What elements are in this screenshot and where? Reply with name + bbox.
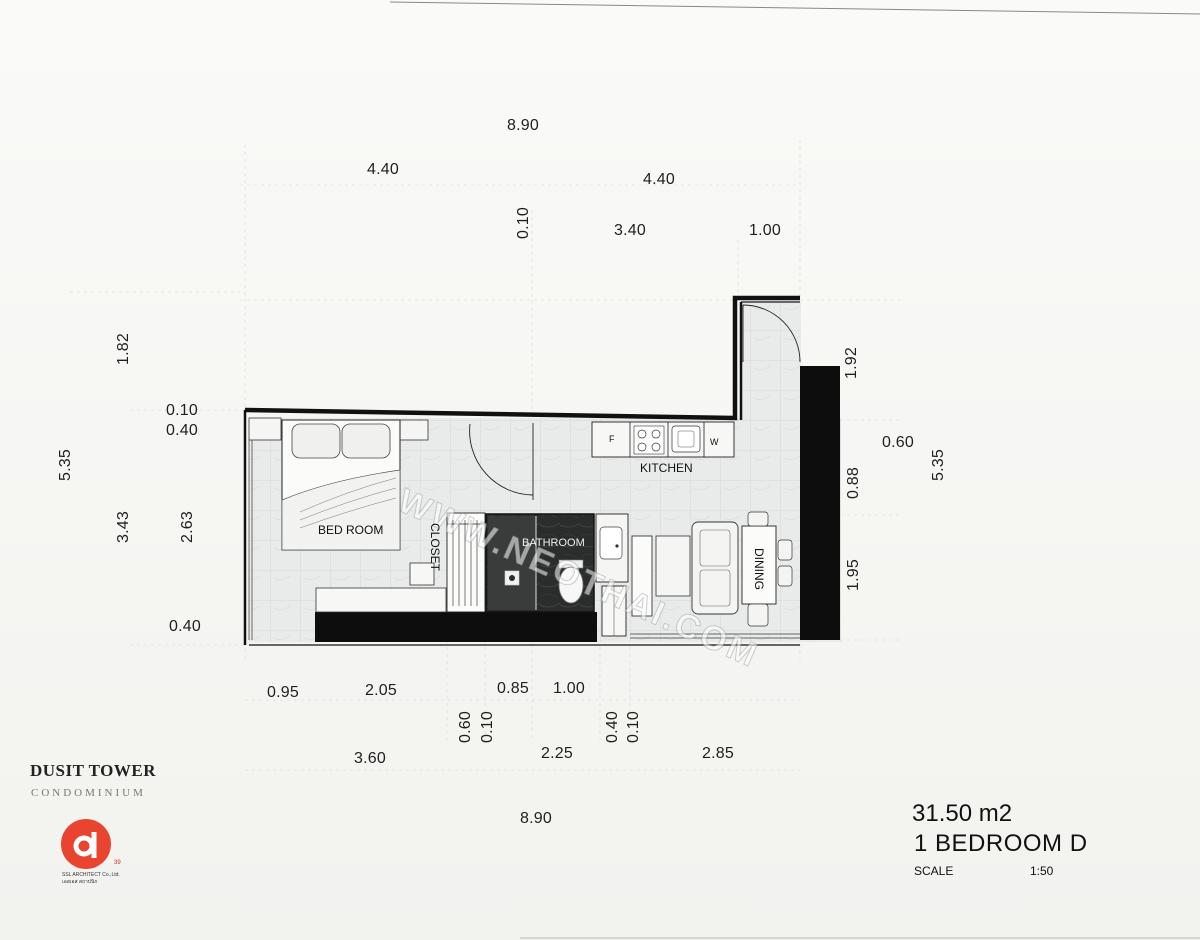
vanity: [595, 513, 629, 637]
bedroom-door: [469, 423, 534, 500]
unit-type: 1 BEDROOM D: [914, 830, 1088, 857]
dim-left-wall1: 0.10: [166, 402, 198, 419]
dim-top-left: 4.40: [367, 161, 399, 178]
logo-page-number: 39: [114, 860, 121, 866]
construction-lines: [70, 140, 900, 771]
closet: [446, 512, 486, 613]
project-subtitle: CONDOMINIUM: [31, 787, 146, 799]
bed: [281, 419, 401, 551]
dim-bottom-wall2: 0.10: [478, 711, 496, 743]
dining-set: [741, 511, 793, 627]
dim-left-upper: 1.82: [114, 333, 132, 365]
left-window: [248, 440, 253, 640]
living-furniture: [631, 521, 739, 617]
dim-bottom-total: 8.90: [520, 810, 552, 827]
dim-bottom-mid: 2.25: [541, 745, 573, 762]
dim-left-total: 5.35: [56, 449, 74, 481]
label-dining: DINING: [752, 548, 766, 590]
dim-left-bottom: 0.40: [169, 618, 201, 635]
kitchen-counter: [591, 421, 735, 458]
dim-top-right: 4.40: [643, 171, 675, 188]
dim-left-inner: 2.63: [178, 511, 196, 543]
bottom-wall-block: [315, 612, 597, 642]
window-line: [630, 633, 800, 639]
bathroom: [485, 513, 595, 613]
dim-bottom-wall3: 0.40: [603, 711, 621, 743]
logo-caption: SSL ARCHITECT Co.,Ltd. เอสเอส สถาปนิก: [62, 872, 122, 886]
dim-right-upper: 1.92: [842, 347, 860, 379]
dim-bottom-wall4: 0.10: [624, 711, 642, 743]
nightstand: [409, 562, 435, 586]
label-bathroom: BATHROOM: [522, 537, 585, 549]
dim-top-balcony: 1.00: [749, 222, 781, 239]
dim-left-mid: 3.43: [114, 511, 132, 543]
label-closet: CLOSET: [428, 522, 443, 572]
scale-label: SCALE: [914, 864, 954, 878]
dim-left-wall2: 0.40: [166, 422, 198, 439]
dim-top-kitchen: 3.40: [614, 222, 646, 239]
logo-caption-line2: เอสเอส สถาปนิก: [62, 879, 98, 885]
facade-column: [800, 366, 840, 640]
architect-logo: [61, 819, 111, 869]
dim-bottom-d: 1.00: [553, 680, 585, 697]
dim-right-a: 0.60: [882, 434, 914, 451]
dim-right-total: 5.35: [929, 449, 947, 481]
dim-top-wall: 0.10: [514, 207, 532, 239]
scale-value: 1:50: [1030, 864, 1054, 878]
dim-top-total: 8.90: [507, 117, 539, 134]
dim-bottom-a: 0.95: [267, 684, 299, 701]
dim-bottom-wall1: 0.60: [456, 711, 474, 743]
dim-bottom-b: 2.05: [365, 682, 397, 699]
dim-right-b: 0.88: [844, 467, 862, 499]
unit-area: 31.50 m2: [912, 800, 1013, 827]
desk: [315, 587, 447, 613]
logo-caption-line1: SSL ARCHITECT Co.,Ltd.: [62, 872, 120, 878]
exterior-walls: [243, 295, 800, 646]
project-name: DUSIT TOWER: [30, 761, 156, 780]
label-washer: W: [710, 437, 719, 447]
label-bedroom: BED ROOM: [318, 523, 384, 537]
label-fridge: F: [609, 434, 615, 444]
dim-bottom-left: 3.60: [354, 750, 386, 767]
dim-right-c: 1.95: [844, 559, 862, 591]
dim-bottom-right: 2.85: [702, 745, 734, 762]
balcony-door: [742, 304, 801, 363]
dim-bottom-c: 0.85: [497, 680, 529, 697]
label-kitchen: KITCHEN: [640, 461, 693, 475]
